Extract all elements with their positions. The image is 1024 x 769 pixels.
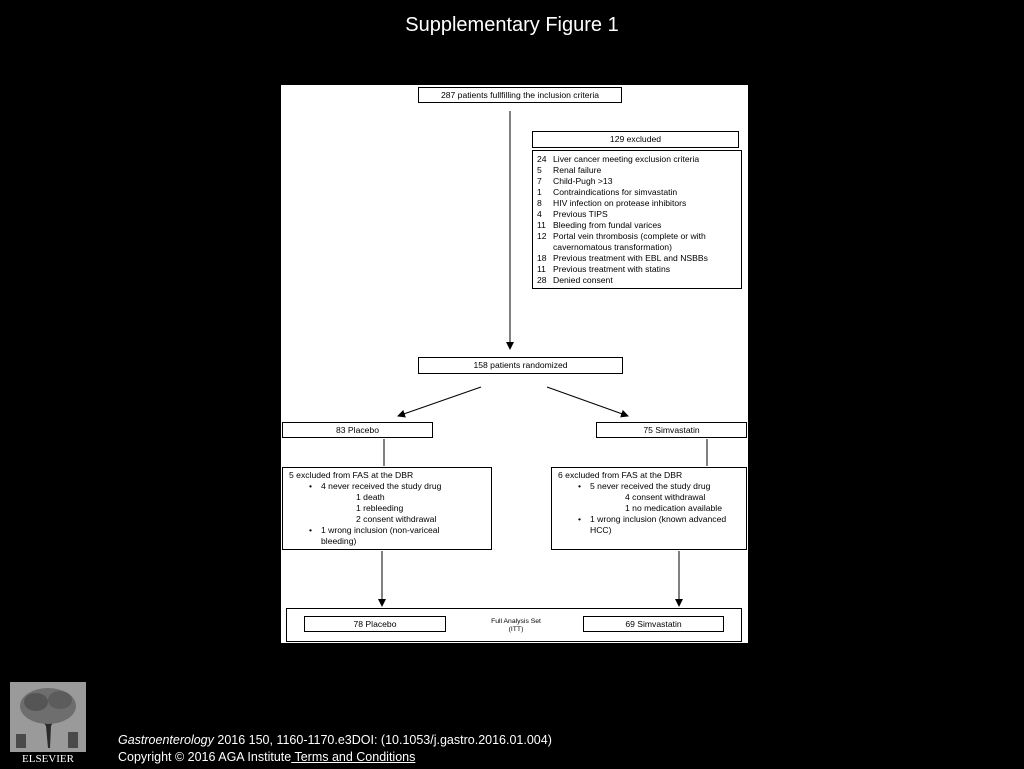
placebo-bullet-2: •1 wrong inclusion (non-variceal bleedin… <box>309 525 440 546</box>
elsevier-logo-text: ELSEVIER <box>22 753 75 764</box>
exclusion-reason: Portal vein thrombosis (complete or with… <box>553 231 706 252</box>
exclusion-count: 28 <box>537 275 547 285</box>
terms-link[interactable]: Terms and Conditions <box>291 750 416 764</box>
citation-line: Gastroenterology 2016 150, 1160-1170.e3D… <box>118 732 552 749</box>
exclusion-count: 12 <box>537 231 547 241</box>
exclusion-item: 7 Child-Pugh >13 <box>537 176 737 187</box>
exclusion-item: 24 Liver cancer meeting exclusion criteri… <box>537 154 737 165</box>
simvastatin-final-box: 69 Simvastatin <box>583 616 724 632</box>
exclusion-reason: Previous treatment with EBL and NSBBs <box>553 253 708 263</box>
placebo-sub-item: 1 death <box>356 492 385 502</box>
exclusion-item: 4 Previous TIPS <box>537 209 737 220</box>
simvastatin-sub-item: 4 consent withdrawal <box>625 492 706 502</box>
exclusion-count: 1 <box>537 187 542 197</box>
placebo-sub-item: 1 rebleeding <box>356 503 404 513</box>
exclusion-reason: Liver cancer meeting exclusion criteria <box>553 154 700 164</box>
exclusion-reason: Contraindications for simvastatin <box>553 187 678 197</box>
flowchart-figure: 287 patients fullfilling the inclusion c… <box>281 85 748 643</box>
exclusion-reason: HIV infection on protease inhibitors <box>553 198 687 208</box>
copyright-line: Copyright © 2016 AGA Institute Terms and… <box>118 749 552 766</box>
fas-label: Full Analysis Set (ITT) <box>491 618 541 633</box>
exclusion-count: 18 <box>537 253 547 263</box>
exclusion-reason: Child-Pugh >13 <box>553 176 613 186</box>
exclusion-item: 11 Previous treatment with statins <box>537 264 737 275</box>
flow-arrows <box>378 111 708 607</box>
fas-outer-box <box>286 608 742 642</box>
slide-title: Supplementary Figure 1 <box>405 14 619 36</box>
placebo-excluded-box: 5 excluded from FAS at the DBR •4 never … <box>282 467 492 550</box>
exclusion-reason: Bleeding from fundal varices <box>553 220 662 230</box>
exclusion-reason: Renal failure <box>553 165 602 175</box>
elsevier-tree-icon: ELSEVIER <box>10 682 86 765</box>
exclusion-list-box: 24 Liver cancer meeting exclusion criteri… <box>532 150 742 289</box>
simvastatin-arm-box: 75 Simvastatin <box>596 422 747 438</box>
randomized-box: 158 patients randomized <box>418 357 623 374</box>
simvastatin-excluded-header: 6 excluded from FAS at the DBR <box>558 470 683 480</box>
exclusion-reason: Denied consent <box>553 275 613 285</box>
exclusion-count: 11 <box>537 264 546 274</box>
exclusion-reason: Previous TIPS <box>553 209 608 219</box>
exclusion-item: 28 Denied consent <box>537 275 737 286</box>
exclusion-reason: Previous treatment with statins <box>553 264 671 274</box>
placebo-bullet-1: •4 never received the study drug <box>309 481 442 491</box>
placebo-sub-item: 2 consent withdrawal <box>356 514 437 524</box>
excluded-title-box: 129 excluded <box>532 131 739 148</box>
exclusion-count: 4 <box>537 209 542 219</box>
copyright-text: Copyright © 2016 AGA Institute <box>118 750 292 764</box>
exclusion-item: 5 Renal failure <box>537 165 737 176</box>
elsevier-logo: ELSEVIER <box>10 682 86 765</box>
arrow-to-placebo <box>397 386 482 418</box>
exclusion-count: 5 <box>537 165 542 175</box>
exclusion-count: 24 <box>537 154 547 164</box>
simvastatin-sub-item: 1 no medication available <box>625 503 722 513</box>
arrow-to-simvastatin <box>546 386 629 418</box>
placebo-excluded-header: 5 excluded from FAS at the DBR <box>289 470 414 480</box>
exclusion-item: 11 Bleeding from fundal varices <box>537 220 737 231</box>
exclusion-count: 11 <box>537 220 546 230</box>
exclusion-item: 8 HIV infection on protease inhibitors <box>537 198 737 209</box>
exclusion-count: 8 <box>537 198 542 208</box>
simvastatin-bullet-2: •1 wrong inclusion (known advanced HCC) <box>578 514 727 535</box>
simvastatin-excluded-box: 6 excluded from FAS at the DBR •5 never … <box>551 467 747 550</box>
journal-name: Gastroenterology <box>118 733 214 747</box>
exclusion-count: 7 <box>537 176 542 186</box>
inclusion-box: 287 patients fullfilling the inclusion c… <box>418 87 622 103</box>
simvastatin-bullet-1: •5 never received the study drug <box>578 481 711 491</box>
figure-caption: Gastroenterology 2016 150, 1160-1170.e3D… <box>118 732 552 766</box>
exclusion-item: 18 Previous treatment with EBL and NSBBs <box>537 253 737 264</box>
placebo-final-box: 78 Placebo <box>304 616 446 632</box>
citation-text: 2016 150, 1160-1170.e3DOI: (10.1053/j.ga… <box>213 733 552 747</box>
exclusion-item: 12 Portal vein thrombosis (complete or wi… <box>537 231 737 253</box>
exclusion-item: 1 Contraindications for simvastatin <box>537 187 737 198</box>
placebo-arm-box: 83 Placebo <box>282 422 433 438</box>
